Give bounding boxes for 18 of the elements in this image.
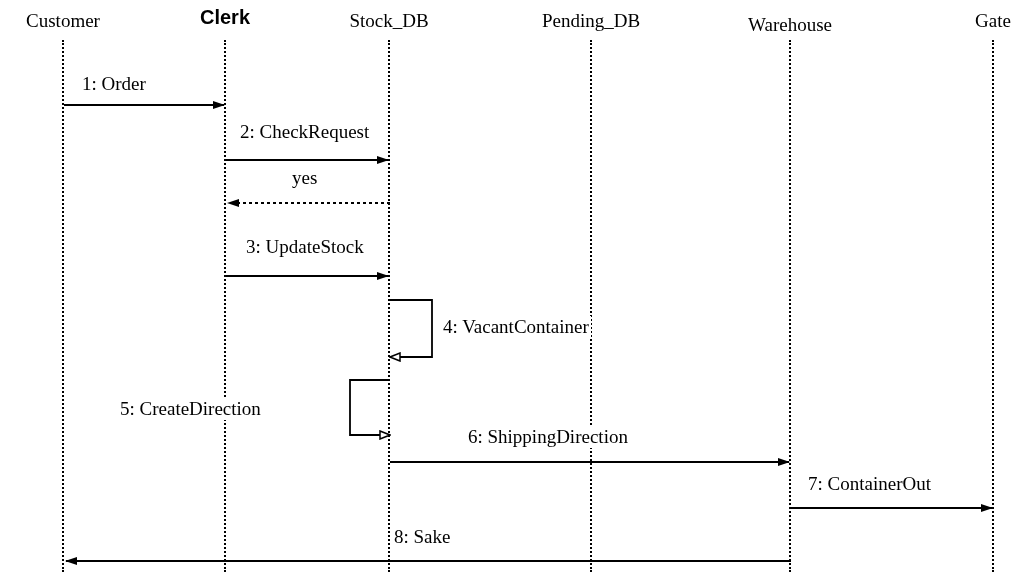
message-arrow <box>790 504 993 512</box>
message-arrow <box>349 379 391 440</box>
lifeline-title: Gate <box>974 10 1012 32</box>
edge-label: 6: ShippingDirection <box>466 426 630 448</box>
message-arrow <box>227 199 391 207</box>
lifeline-title: Clerk <box>199 6 251 29</box>
lifeline-title: Warehouse <box>747 14 833 36</box>
lifeline-title: Customer <box>25 10 101 32</box>
message-arrow <box>65 557 792 565</box>
lifeline-title: Pending_DB <box>540 10 642 32</box>
edge-label: 5: CreateDirection <box>118 398 263 420</box>
edge-label: 4: VacantContainer <box>441 316 591 338</box>
lifeline-title: Stock_DB <box>348 10 430 32</box>
message-arrow <box>389 458 790 466</box>
message-arrow <box>225 272 389 280</box>
message-arrow <box>225 156 389 164</box>
message-arrow <box>389 299 433 362</box>
message-arrow <box>63 101 225 109</box>
